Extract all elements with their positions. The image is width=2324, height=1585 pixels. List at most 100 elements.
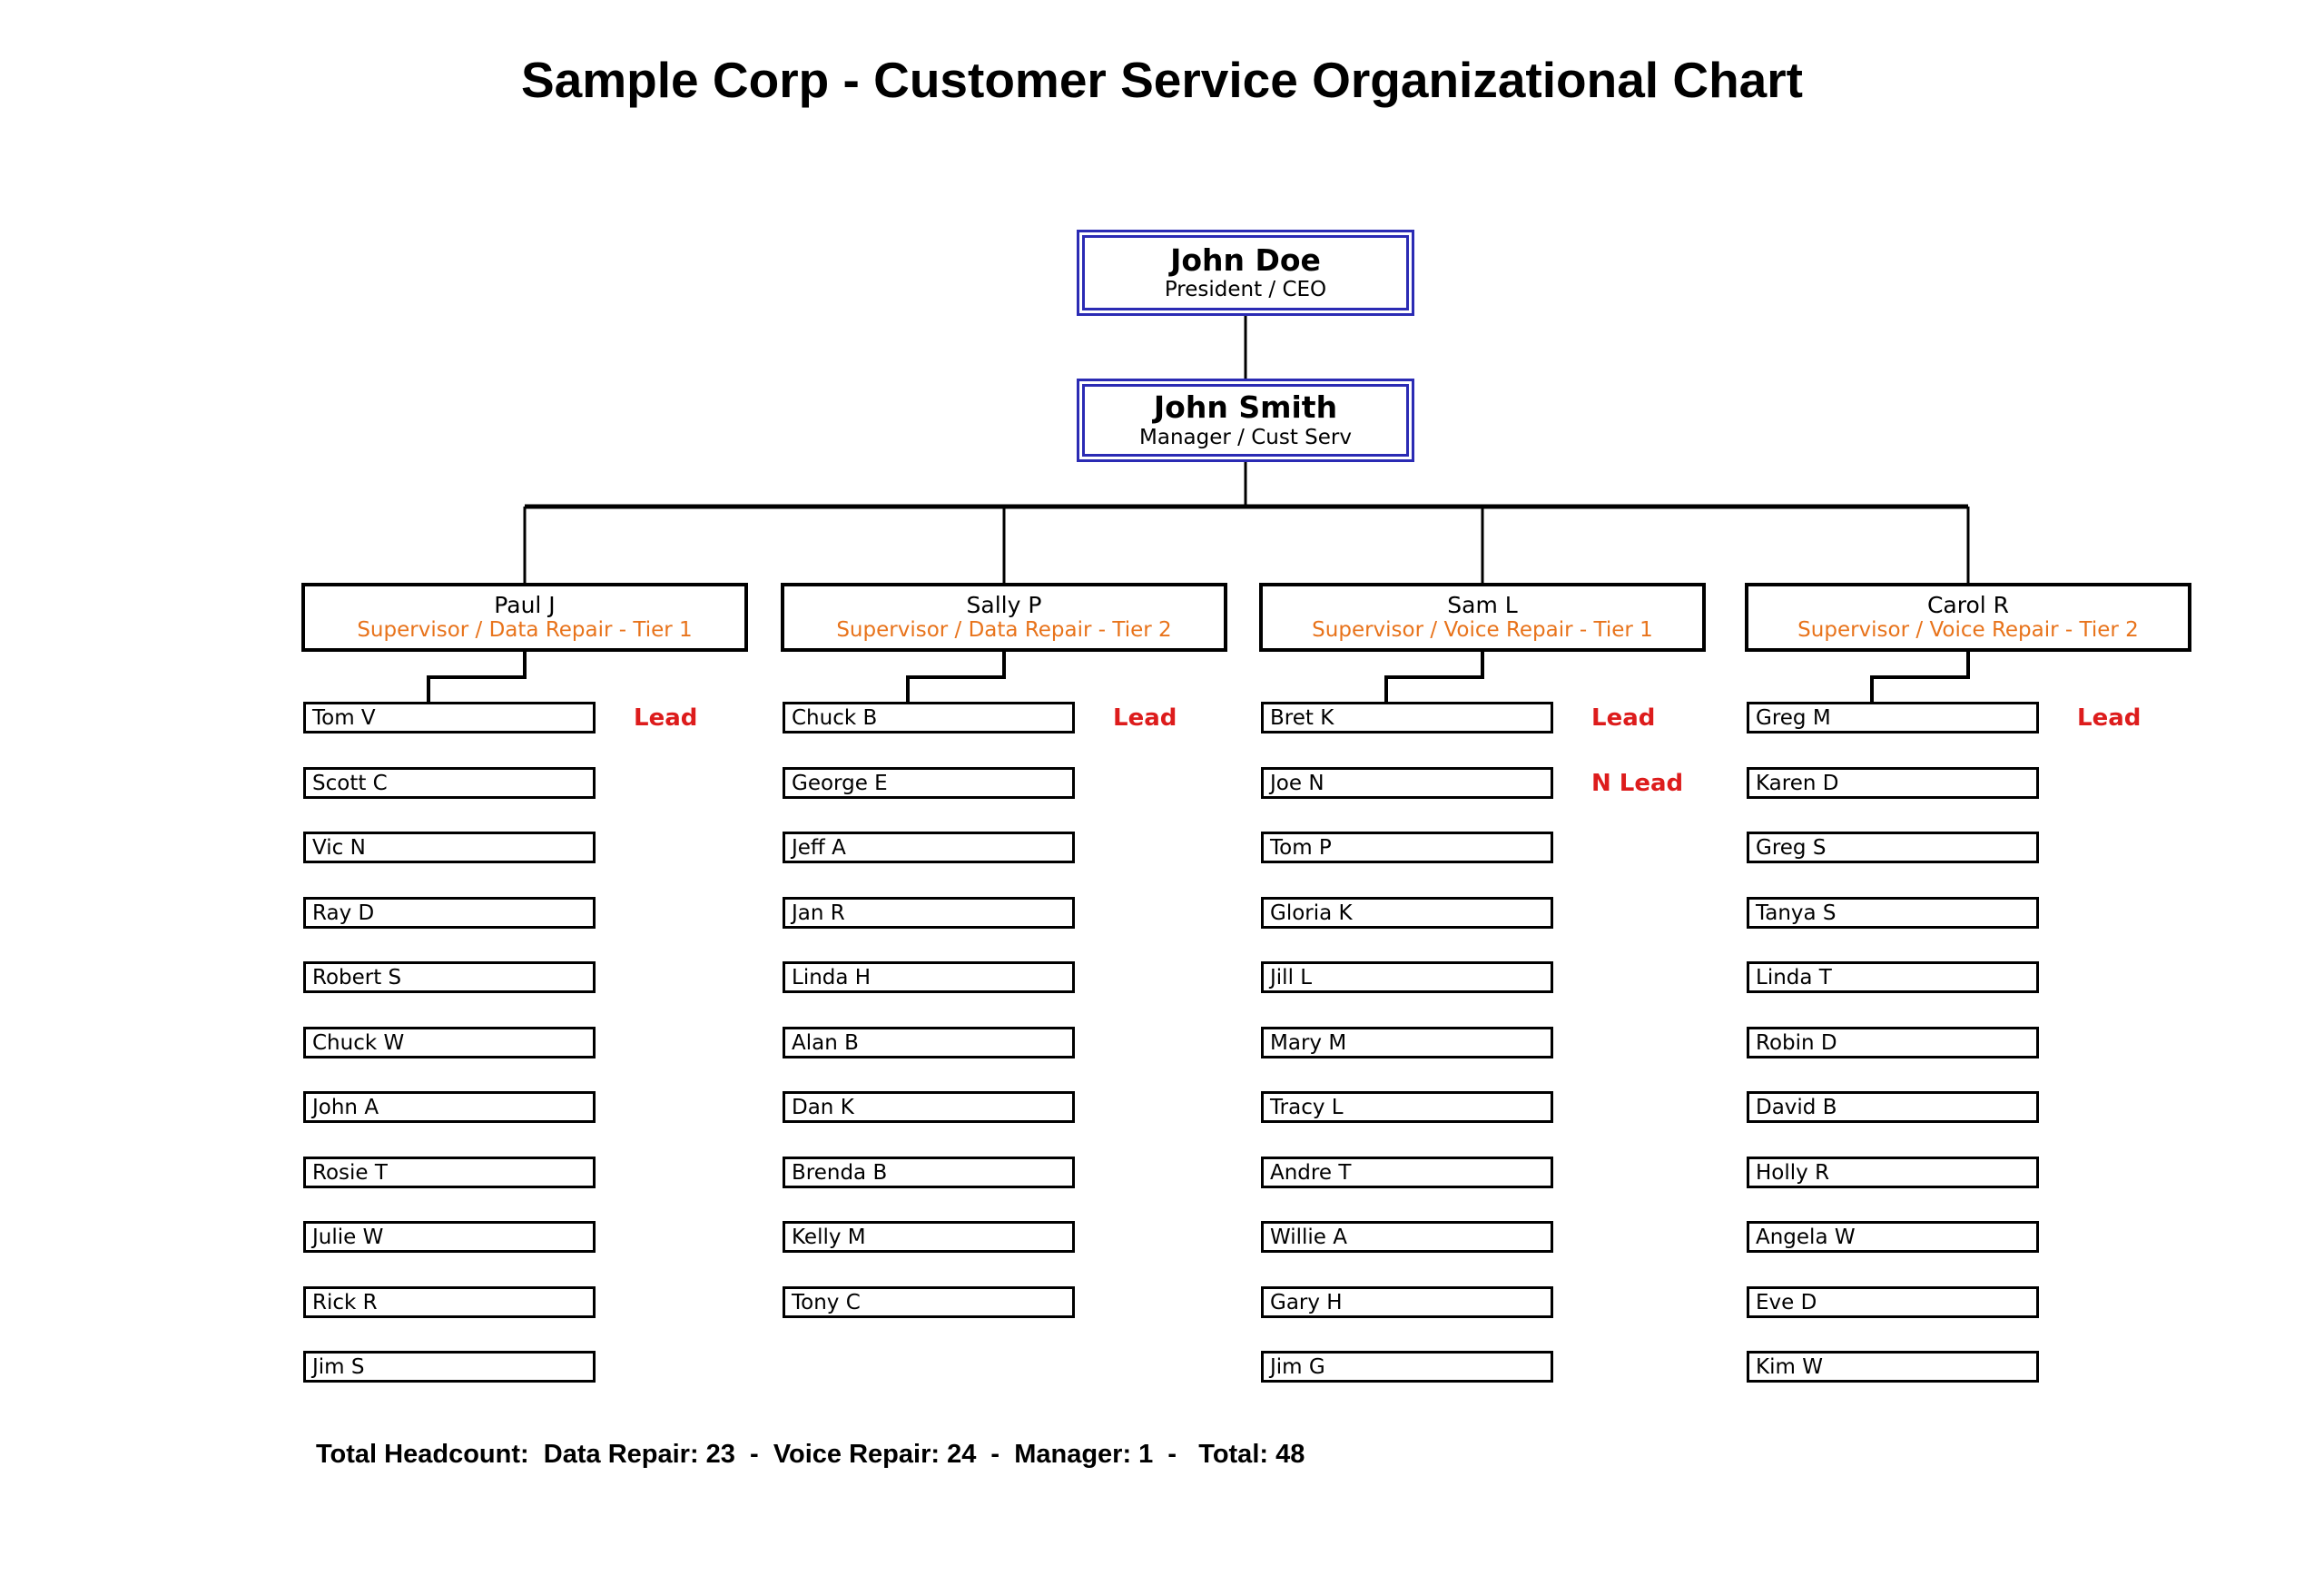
- member-row: John A: [303, 1091, 748, 1123]
- member-row: Dan K: [783, 1091, 1227, 1123]
- member-name: Dan K: [792, 1095, 854, 1119]
- ceo-title: President / CEO: [1164, 278, 1327, 302]
- member-row: Gary H: [1261, 1286, 1706, 1318]
- member-node: Eve D: [1747, 1286, 2039, 1318]
- member-name: Greg S: [1756, 835, 1827, 860]
- member-row: Alan B: [783, 1027, 1227, 1058]
- member-row: Rosie T: [303, 1157, 748, 1188]
- supervisor-name: Paul J: [494, 591, 556, 618]
- member-node: David B: [1747, 1091, 2039, 1123]
- member-node: Jill L: [1261, 961, 1553, 993]
- member-name: Tom V: [312, 705, 376, 730]
- member-row: Jim G: [1261, 1351, 1706, 1383]
- member-row: Gloria K: [1261, 897, 1706, 929]
- member-name: Rosie T: [312, 1160, 388, 1185]
- member-name: Kelly M: [792, 1225, 866, 1249]
- member-row: Tanya S: [1747, 897, 2191, 929]
- member-row: Brenda B: [783, 1157, 1227, 1188]
- member-name: Kim W: [1756, 1354, 1823, 1379]
- member-name: Joe N: [1270, 771, 1324, 795]
- member-name: Greg M: [1756, 705, 1831, 730]
- member-name: Ray D: [312, 901, 375, 925]
- member-row: Jan R: [783, 897, 1227, 929]
- member-name: Jim G: [1270, 1354, 1325, 1379]
- member-name: Holly R: [1756, 1160, 1830, 1185]
- member-name: Scott C: [312, 771, 388, 795]
- member-name: Linda T: [1756, 965, 1832, 989]
- member-node: Rick R: [303, 1286, 596, 1318]
- member-node: Gary H: [1261, 1286, 1553, 1318]
- member-name: Mary M: [1270, 1030, 1347, 1055]
- member-row: Linda H: [783, 961, 1227, 993]
- member-name: Chuck B: [792, 705, 878, 730]
- member-row: Holly R: [1747, 1157, 2191, 1188]
- supervisor-name: Sam L: [1447, 591, 1518, 618]
- supervisor-node: Sally P Supervisor / Data Repair - Tier …: [781, 583, 1227, 652]
- member-row: David B: [1747, 1091, 2191, 1123]
- supervisor-node: Sam L Supervisor / Voice Repair - Tier 1: [1259, 583, 1706, 652]
- member-row: Tracy L: [1261, 1091, 1706, 1123]
- team-column-4: Carol R Supervisor / Voice Repair - Tier…: [1745, 0, 2191, 1585]
- member-node: Dan K: [783, 1091, 1075, 1123]
- member-row: Jill L: [1261, 961, 1706, 993]
- member-name: Brenda B: [792, 1160, 888, 1185]
- member-node: Vic N: [303, 832, 596, 863]
- member-row: Tom V Lead: [303, 702, 748, 733]
- member-row: Jim S: [303, 1351, 748, 1383]
- member-node: Tom P: [1261, 832, 1553, 863]
- member-node: Tanya S: [1747, 897, 2039, 929]
- member-row: Ray D: [303, 897, 748, 929]
- supervisor-name: Sally P: [966, 591, 1042, 618]
- manager-name: John Smith: [1153, 389, 1338, 426]
- member-row: Jeff A: [783, 832, 1227, 863]
- member-row: Kelly M: [783, 1221, 1227, 1253]
- member-node: Karen D: [1747, 767, 2039, 799]
- member-row: Greg S: [1747, 832, 2191, 863]
- team-column-1: Paul J Supervisor / Data Repair - Tier 1…: [301, 0, 748, 1585]
- member-row: Tom P: [1261, 832, 1706, 863]
- member-node: Tom V: [303, 702, 596, 733]
- member-row: Chuck W: [303, 1027, 748, 1058]
- member-name: Julie W: [312, 1225, 384, 1249]
- member-row: Mary M: [1261, 1027, 1706, 1058]
- manager-title: Manager / Cust Serv: [1139, 425, 1352, 449]
- member-node: Holly R: [1747, 1157, 2039, 1188]
- member-row: Angela W: [1747, 1221, 2191, 1253]
- lead-badge: Lead: [1113, 704, 1177, 732]
- member-name: Tanya S: [1756, 901, 1837, 925]
- member-node: Willie A: [1261, 1221, 1553, 1253]
- member-row: Greg M Lead: [1747, 702, 2191, 733]
- member-name: Jan R: [792, 901, 845, 925]
- supervisor-name: Carol R: [1926, 591, 2010, 618]
- member-node: Greg S: [1747, 832, 2039, 863]
- member-row: Rick R: [303, 1286, 748, 1318]
- lead-badge: Lead: [2077, 704, 2142, 732]
- member-name: Tracy L: [1270, 1095, 1344, 1119]
- member-node: Chuck W: [303, 1027, 596, 1058]
- member-name: Angela W: [1756, 1225, 1856, 1249]
- member-node: George E: [783, 767, 1075, 799]
- supervisor-role: Supervisor / Voice Repair - Tier 2: [1797, 618, 2139, 643]
- team-column-2: Sally P Supervisor / Data Repair - Tier …: [781, 0, 1227, 1585]
- member-node: Scott C: [303, 767, 596, 799]
- member-node: Greg M: [1747, 702, 2039, 733]
- member-row: Joe N N Lead: [1261, 767, 1706, 799]
- member-row: Eve D: [1747, 1286, 2191, 1318]
- ceo-node-inner: John Doe President / CEO: [1082, 235, 1409, 310]
- team-column-3: Sam L Supervisor / Voice Repair - Tier 1…: [1259, 0, 1706, 1585]
- member-node: Gloria K: [1261, 897, 1553, 929]
- member-name: Alan B: [792, 1030, 859, 1055]
- supervisor-role: Supervisor / Voice Repair - Tier 1: [1312, 618, 1653, 643]
- member-row: Karen D: [1747, 767, 2191, 799]
- member-row: Tony C: [783, 1286, 1227, 1318]
- member-node: Bret K: [1261, 702, 1553, 733]
- page-title: Sample Corp - Customer Service Organizat…: [520, 52, 1803, 108]
- member-name: Willie A: [1270, 1225, 1347, 1249]
- lead-badge: Lead: [1591, 704, 1656, 732]
- supervisor-node: Carol R Supervisor / Voice Repair - Tier…: [1745, 583, 2191, 652]
- member-row: Scott C: [303, 767, 748, 799]
- member-name: Vic N: [312, 835, 366, 860]
- member-node: Jan R: [783, 897, 1075, 929]
- headcount-summary: Total Headcount: Data Repair: 23 - Voice…: [316, 1440, 1305, 1469]
- member-node: Linda T: [1747, 961, 2039, 993]
